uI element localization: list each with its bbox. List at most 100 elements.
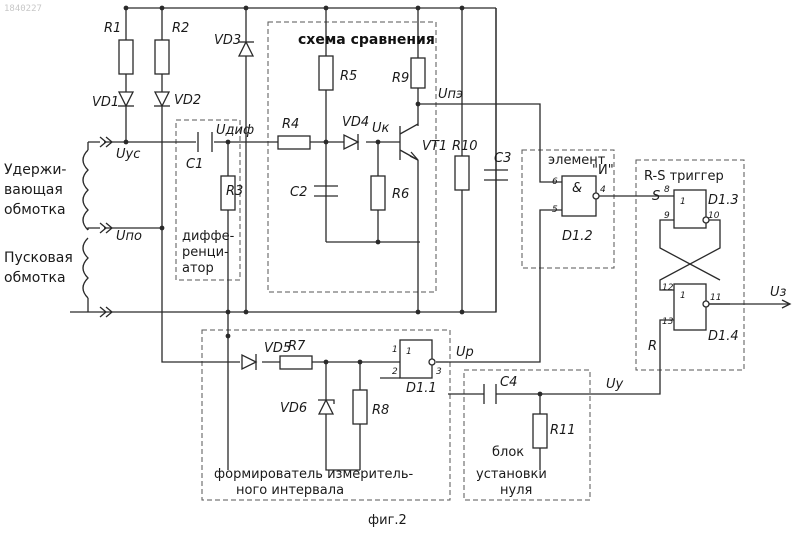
t4-pin-in1: 12 xyxy=(662,283,674,293)
vd1-diode-icon xyxy=(118,92,134,106)
junction-dot xyxy=(358,360,363,365)
r11-resistor xyxy=(533,414,547,448)
junction-dot xyxy=(226,334,231,339)
coil-leads xyxy=(88,142,100,312)
t4-pin-out: 11 xyxy=(710,293,721,303)
junction-dot xyxy=(244,6,249,11)
zero-block-title-2: установки xyxy=(476,467,547,482)
start-winding-coil xyxy=(83,238,88,298)
r2-label: R2 xyxy=(172,21,189,36)
uy-signal-label: Uу xyxy=(606,377,624,392)
vd4-diode-icon xyxy=(344,134,358,150)
zero-block-title-1: блок xyxy=(492,445,524,460)
t3-pin-in2: 9 xyxy=(664,211,670,221)
c2-label: C2 xyxy=(290,185,307,200)
watermark: 1840227 xyxy=(4,4,42,14)
junction-dot xyxy=(160,6,165,11)
r10-label: R10 xyxy=(452,139,478,154)
junction-dot xyxy=(324,360,329,365)
junction-dot xyxy=(124,140,129,145)
junction-dot xyxy=(160,226,165,231)
r7-resistor xyxy=(280,356,312,369)
vd6-zener-icon xyxy=(318,400,334,414)
r1-resistor xyxy=(119,40,133,74)
d1-4-label: D1.4 xyxy=(708,329,739,344)
t3-pin-top: 1 xyxy=(680,197,686,207)
junction-dot xyxy=(460,6,465,11)
vd5-diode-icon xyxy=(242,354,256,370)
c1-label: C1 xyxy=(186,157,203,172)
junction-dot xyxy=(324,140,329,145)
junction-dot xyxy=(124,6,129,11)
junction-dot xyxy=(416,102,421,107)
junction-dot xyxy=(324,6,329,11)
flip-r-label: R xyxy=(648,339,657,354)
vt1-label: VT1 xyxy=(422,139,447,154)
trigger-gate-d1-3 xyxy=(674,190,706,228)
uyc-signal-label: Uус xyxy=(116,147,140,162)
t4-pin-in2: 13 xyxy=(662,317,674,327)
zero-block-title-3: нуля xyxy=(500,483,532,498)
interval-former-title-1: формирователь измеритель- xyxy=(214,467,413,482)
junction-dot xyxy=(226,140,231,145)
vd1-label: VD1 xyxy=(92,95,119,110)
uno2-signal-label: Uпэ xyxy=(438,87,463,102)
uno-signal-label: Uпо xyxy=(116,229,142,244)
junction-dot xyxy=(244,310,249,315)
r10-resistor xyxy=(455,156,469,190)
junction-dot xyxy=(376,240,381,245)
vt1-transistor-icon xyxy=(398,124,418,160)
uk-signal-label: Uк xyxy=(372,121,390,136)
d1-1-label: D1.1 xyxy=(406,381,437,396)
and-element-title-2: "И" xyxy=(592,163,614,178)
d1-2-label: D1.2 xyxy=(562,229,593,244)
hold-winding-coil xyxy=(83,150,88,230)
differentiator-title-1: диффе- xyxy=(182,229,235,244)
vd2-diode-icon xyxy=(154,92,170,106)
r9-resistor xyxy=(411,58,425,88)
r3-label: R3 xyxy=(226,184,243,199)
differentiator-title-3: атор xyxy=(182,261,214,276)
hold-winding-label-3: обмотка xyxy=(4,202,66,218)
junction-dot xyxy=(460,310,465,315)
gate-d1-1 xyxy=(400,340,432,378)
g1-pin-in2: 2 xyxy=(392,367,398,377)
junction-dot xyxy=(226,310,231,315)
uz-signal-label: Uз xyxy=(770,285,787,300)
vd2-label: VD2 xyxy=(174,93,201,108)
d1-4-inverter-bubble xyxy=(703,301,709,307)
r2-resistor xyxy=(155,40,169,74)
r8-resistor xyxy=(353,390,367,424)
junction-dot xyxy=(416,6,421,11)
interval-former-title-2: ного интервала xyxy=(236,483,344,498)
and-pin-in2: 5 xyxy=(552,205,558,215)
r9-label: R9 xyxy=(392,71,409,86)
start-winding-label-2: обмотка xyxy=(4,270,66,286)
hold-winding-label-1: Удержи- xyxy=(4,162,66,178)
comparison-scheme-title: схема сравнения xyxy=(298,32,435,48)
hold-winding-label-2: вающая xyxy=(4,182,63,198)
r8-label: R8 xyxy=(372,403,389,418)
rs-trigger-title: R-S триггер xyxy=(644,169,724,184)
r6-label: R6 xyxy=(392,187,409,202)
d1-3-label: D1.3 xyxy=(708,193,739,208)
c4-capacitor xyxy=(484,384,496,404)
cross-wire-1 xyxy=(660,220,720,290)
r6-resistor xyxy=(371,176,385,210)
up-wire xyxy=(448,210,562,362)
vd3-label: VD3 xyxy=(214,33,241,48)
c4-label: C4 xyxy=(500,375,517,390)
and-symbol: & xyxy=(572,181,582,196)
t3-pin-out: 10 xyxy=(708,211,720,221)
r11-label: R11 xyxy=(550,423,576,438)
differentiator-title-2: ренци- xyxy=(182,245,229,260)
flip-s-label: S xyxy=(652,189,660,204)
r4-resistor xyxy=(278,136,310,149)
vd4-label: VD4 xyxy=(342,115,369,130)
up-signal-label: Uр xyxy=(456,345,474,360)
t3-pin-in1: 8 xyxy=(664,185,670,195)
d1-1-inverter-bubble xyxy=(429,359,435,365)
g1-pin-in1: 1 xyxy=(392,345,398,355)
